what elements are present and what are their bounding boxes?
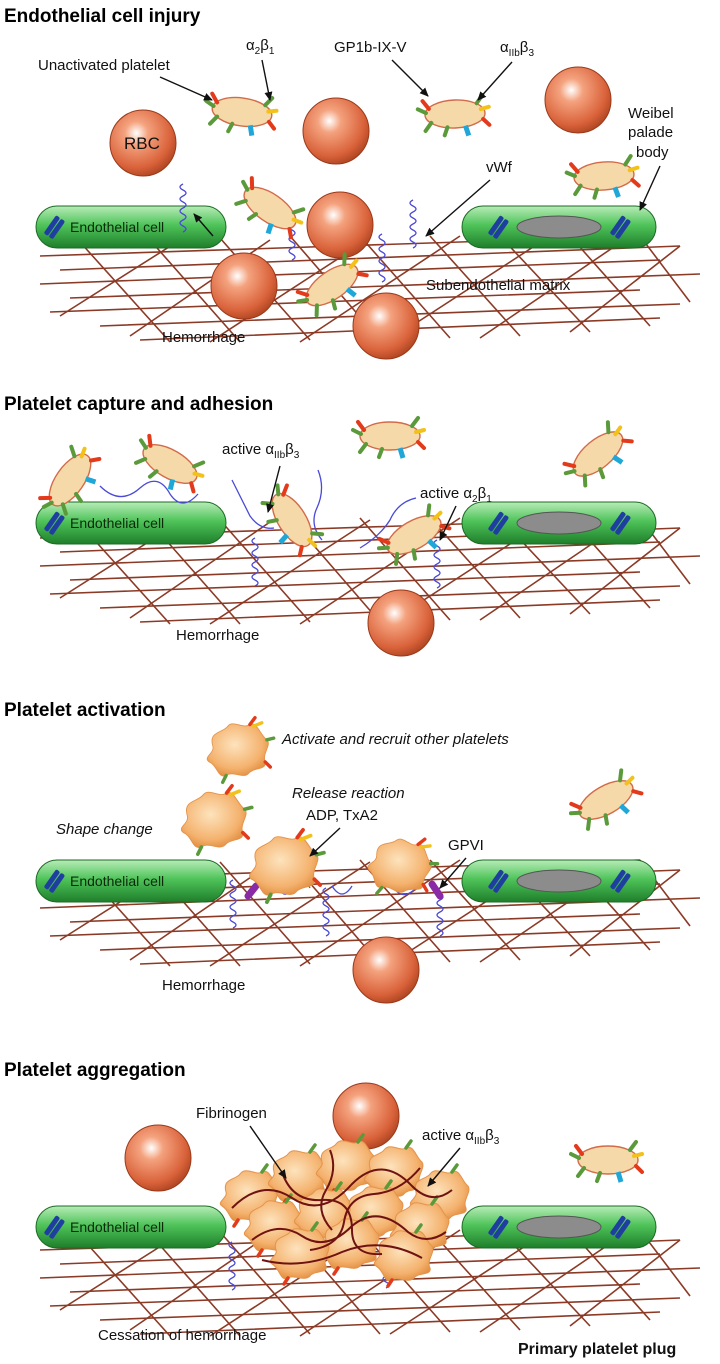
- red-blood-cell: [544, 66, 612, 134]
- red-blood-cell: [124, 1124, 192, 1192]
- platelet: [417, 95, 489, 137]
- panel-platelet-activation: Platelet activation Endothelial cell Act…: [4, 700, 701, 1004]
- panel-title-capture: Platelet capture and adhesion: [4, 394, 273, 415]
- vwf-tether: [99, 480, 199, 504]
- unactivated-platelet: [202, 89, 278, 138]
- label-shape-change: Shape change: [56, 821, 153, 838]
- endothelial-cell-right: [461, 1205, 657, 1249]
- panel-title-injury: Endothelial cell injury: [4, 6, 201, 27]
- endothelial-cell-label: Endothelial cell: [70, 1219, 164, 1235]
- platelet-aggregate: [218, 1133, 471, 1288]
- red-blood-cell: [352, 936, 420, 1004]
- red-blood-cell: [302, 97, 370, 165]
- endothelial-cell-label: Endothelial cell: [70, 515, 164, 531]
- label-unactivated-platelet: Unactivated platelet: [38, 57, 171, 74]
- label-alpha-iib-beta3: αIIbβ3: [500, 39, 534, 59]
- platelet: [558, 418, 638, 494]
- label-activate-recruit: Activate and recruit other platelets: [281, 731, 509, 748]
- platelet: [227, 172, 308, 245]
- panel-endothelial-injury: Endothelial cell injury Endothelial cell…: [4, 6, 701, 360]
- vwf-strand: [228, 1241, 236, 1291]
- red-blood-cell: [332, 1082, 400, 1150]
- vwf-strand: [331, 885, 353, 895]
- platelet: [571, 1142, 642, 1182]
- label-vwf: vWf: [486, 159, 513, 176]
- panel-platelet-aggregation: Platelet aggregation Endothelial cell: [4, 1060, 701, 1358]
- red-blood-cell: [306, 191, 374, 259]
- panel-platelet-capture: Platelet capture and adhesion Endothelia…: [4, 394, 701, 657]
- red-blood-cell: [367, 589, 435, 657]
- label-active-alpha-iib-beta3: active αIIbβ3: [422, 1127, 500, 1147]
- panel-title-activation: Platelet activation: [4, 700, 166, 721]
- platelet: [565, 767, 646, 837]
- label-gpvi: GPVI: [448, 837, 484, 854]
- vwf-strand: [359, 497, 417, 549]
- label-hemorrhage: Hemorrhage: [176, 627, 259, 644]
- activated-platelet: [179, 783, 254, 857]
- label-hemorrhage: Hemorrhage: [162, 329, 245, 346]
- endothelial-cell-right: [461, 501, 657, 545]
- label-weibel-1: Weibel: [628, 105, 674, 122]
- endothelial-cell-right: [461, 859, 657, 903]
- label-weibel-2: palade: [628, 124, 673, 141]
- rbc-label: RBC: [124, 134, 160, 153]
- panel-title-aggregation: Platelet aggregation: [4, 1060, 186, 1081]
- label-hemorrhage: Hemorrhage: [162, 977, 245, 994]
- label-active-alpha2-beta1: active α2β1: [420, 485, 492, 505]
- label-fibrinogen: Fibrinogen: [196, 1105, 267, 1122]
- platelet: [353, 418, 424, 458]
- activated-platelet: [205, 716, 276, 784]
- endothelial-cell-right: [461, 205, 657, 249]
- activated-platelet: [247, 828, 326, 904]
- label-cessation: Cessation of hemorrhage: [98, 1327, 266, 1344]
- label-subendothelial-matrix: Subendothelial matrix: [426, 277, 571, 294]
- label-adp-txa2: ADP, TxA2: [306, 807, 378, 824]
- label-gp1b: GP1b-IX-V: [334, 39, 407, 56]
- vwf-strand: [231, 479, 275, 529]
- endothelial-cell-label: Endothelial cell: [70, 219, 164, 235]
- label-weibel-3: body: [636, 144, 669, 161]
- platelet: [566, 156, 640, 201]
- label-alpha2-beta1: α2β1: [246, 37, 275, 57]
- endothelial-cell-label: Endothelial cell: [70, 873, 164, 889]
- vwf-strand: [409, 199, 417, 249]
- vwf-strand: [313, 469, 323, 541]
- red-blood-cell: [352, 292, 420, 360]
- label-primary-platelet-plug: Primary platelet plug: [518, 1341, 676, 1358]
- label-release-reaction: Release reaction: [292, 785, 405, 802]
- red-blood-cell: [210, 252, 278, 320]
- label-active-alpha-iib-beta3: active αIIbβ3: [222, 441, 300, 461]
